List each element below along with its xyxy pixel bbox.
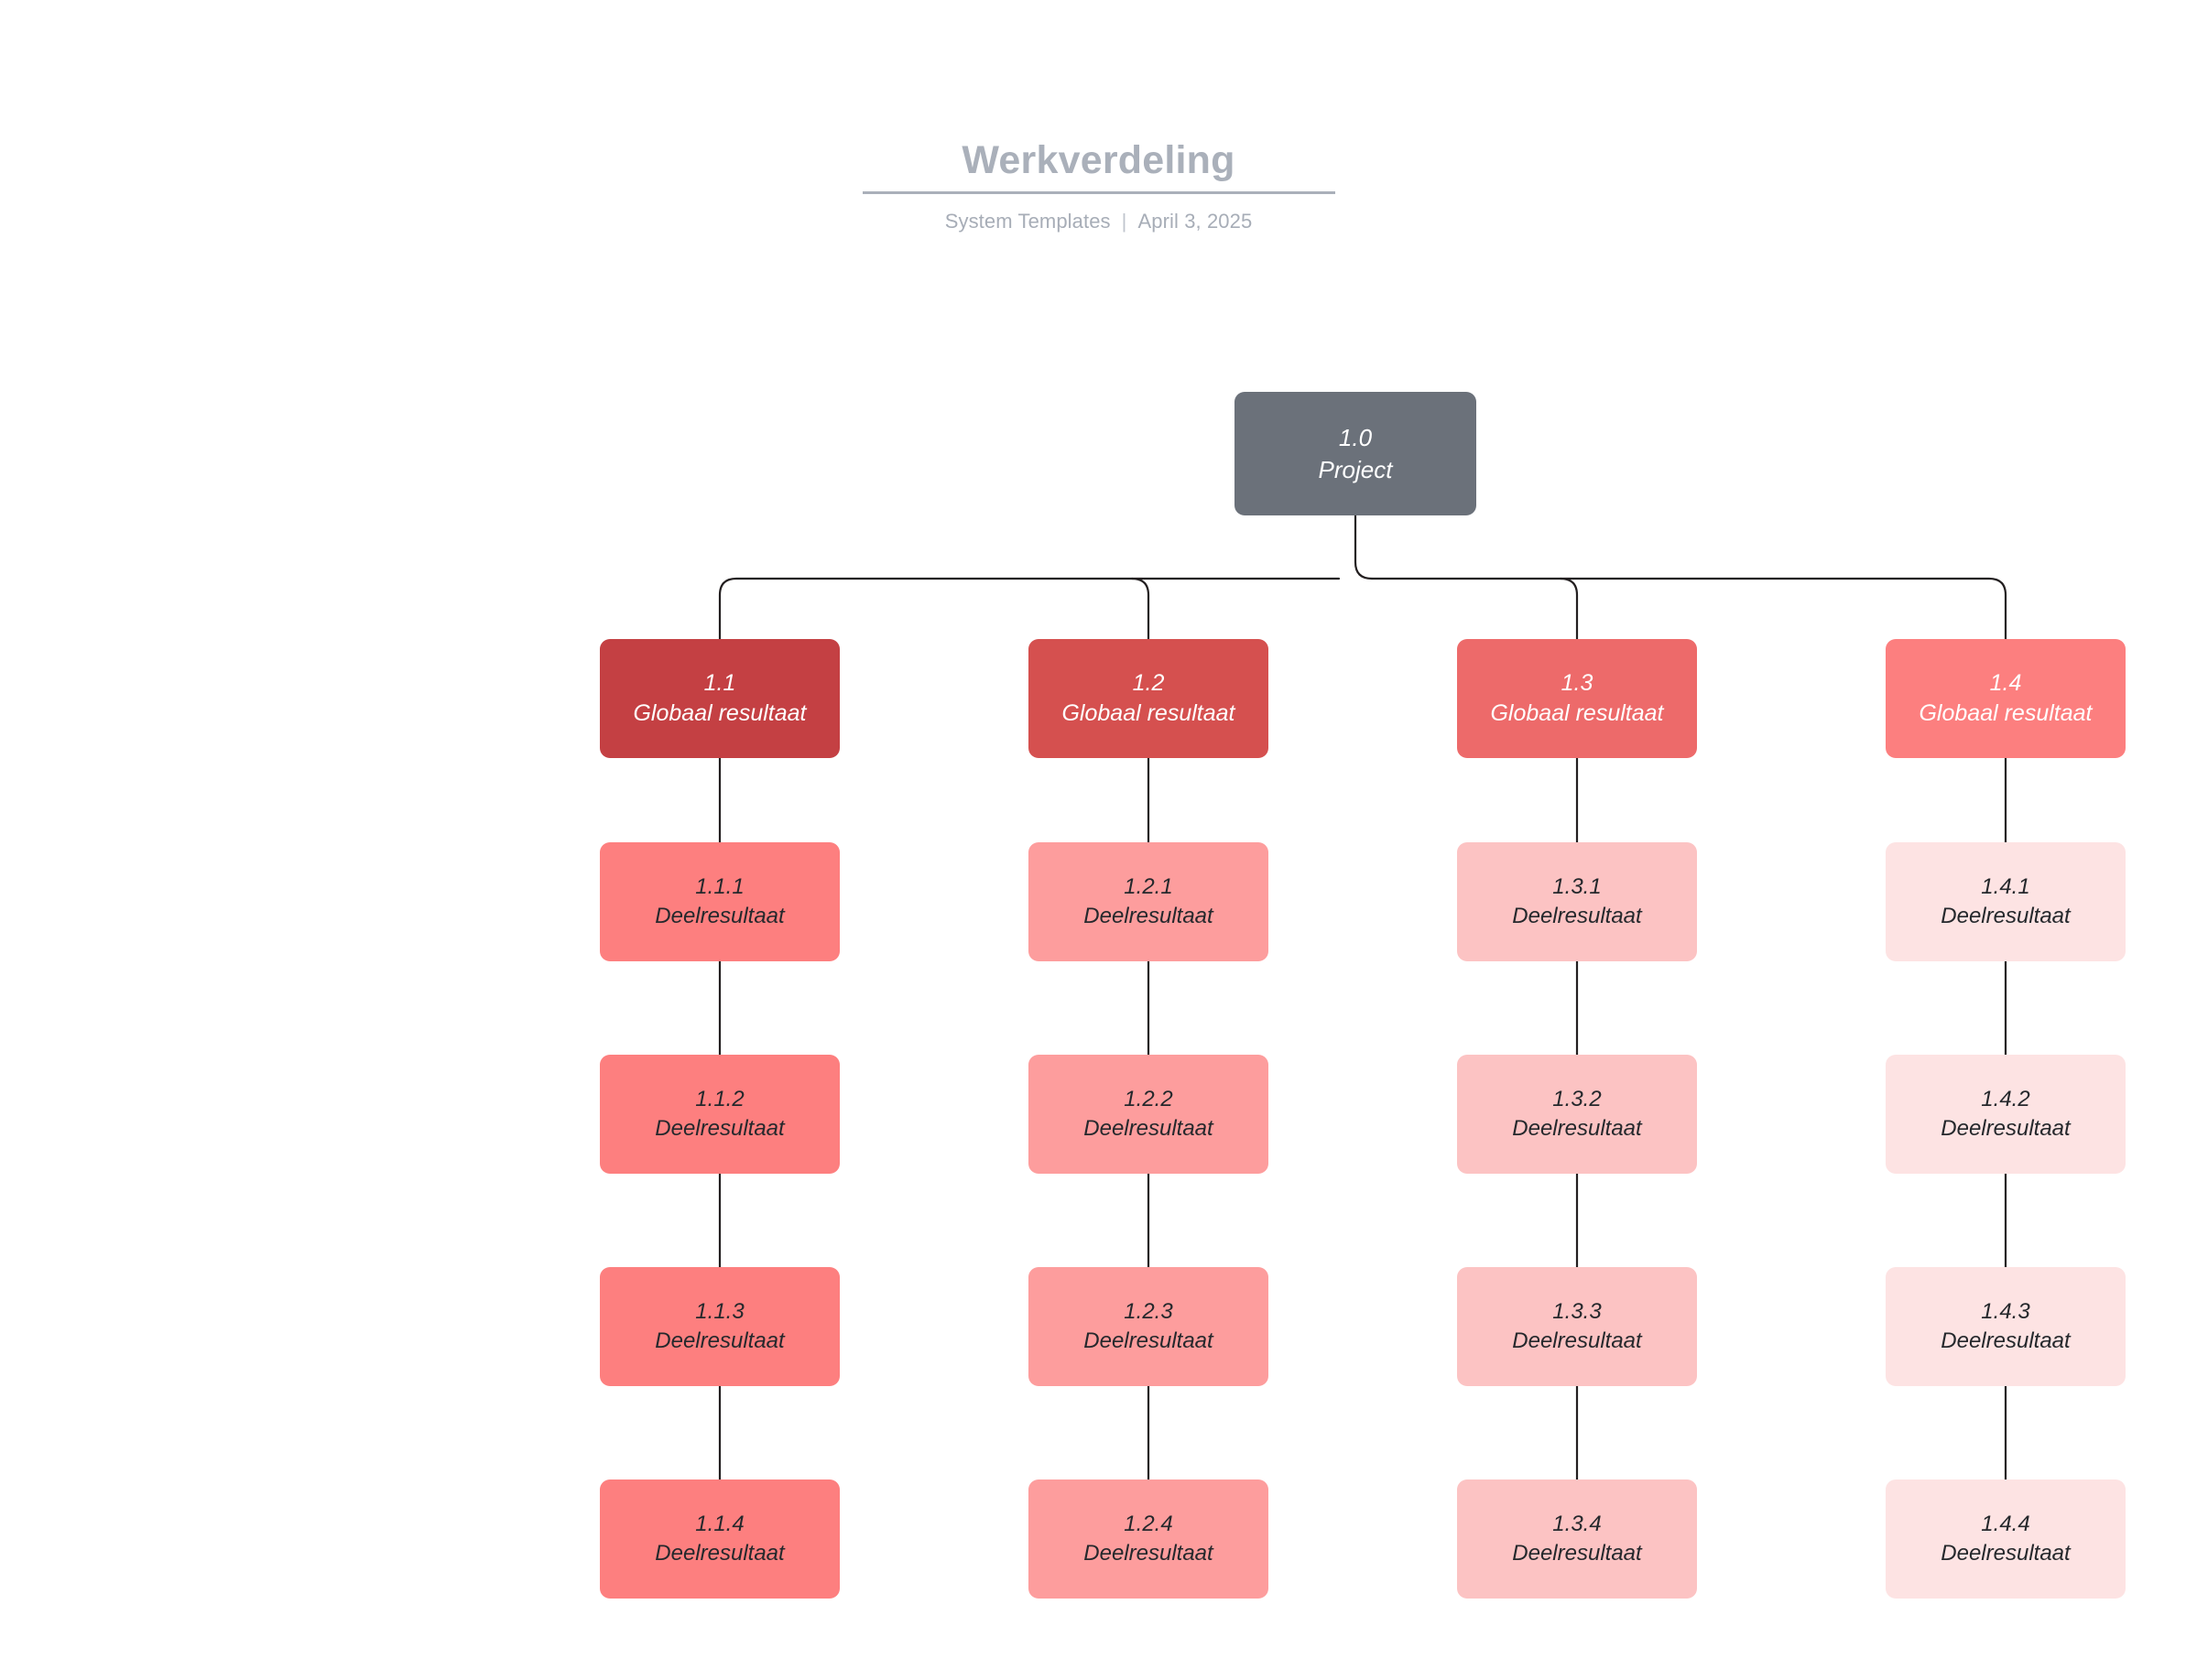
node-code: 1.2.4 [1124, 1512, 1173, 1537]
node-code: 1.2.1 [1124, 874, 1173, 900]
node-code: 1.3.3 [1552, 1299, 1602, 1325]
connector-root-stem [1354, 514, 1374, 580]
node-label: Globaal resultaat [1919, 700, 2093, 726]
node-code: 1.3.1 [1552, 874, 1602, 900]
node-label: Deelresultaat [1083, 904, 1213, 928]
node-code: 1.1 [703, 669, 736, 696]
node-label: Deelresultaat [1941, 904, 2071, 928]
node-label: Deelresultaat [1083, 1541, 1213, 1566]
node-label: Project [1318, 455, 1393, 483]
node-code: 1.2 [1132, 669, 1165, 696]
node-label: Deelresultaat [655, 904, 785, 928]
connector-bus-drop-2 [1130, 577, 1150, 641]
node-code: 1.3.4 [1552, 1512, 1602, 1537]
subtitle-date: April 3, 2025 [1137, 209, 1253, 233]
node-label: Deelresultaat [1512, 1328, 1642, 1353]
subtitle-separator: | [1121, 209, 1127, 233]
node-label: Globaal resultaat [1061, 700, 1235, 726]
title-divider [862, 190, 1335, 194]
node-label: Globaal resultaat [1490, 700, 1664, 726]
node-code: 1.1.4 [695, 1512, 745, 1537]
node-label: Deelresultaat [1941, 1328, 2071, 1353]
node-label: Deelresultaat [1083, 1116, 1213, 1141]
node-code: 1.1.1 [695, 874, 745, 900]
node-label: Deelresultaat [1512, 1116, 1642, 1141]
node-code: 1.4.4 [1981, 1512, 2030, 1537]
node-code: 1.4.2 [1981, 1087, 2030, 1112]
document-header: Werkverdeling System Templates | April 3, … [0, 137, 2197, 233]
subtitle-source: System Templates [944, 209, 1111, 233]
node-label: Deelresultaat [655, 1541, 785, 1566]
node-label: Deelresultaat [655, 1328, 785, 1353]
node-label: Deelresultaat [1512, 904, 1642, 928]
connector-bus-left [718, 577, 1341, 641]
node-label: Deelresultaat [655, 1116, 785, 1141]
node-label: Deelresultaat [1941, 1541, 2071, 1566]
node-code: 1.1.3 [695, 1299, 745, 1325]
node-label: Deelresultaat [1941, 1116, 2071, 1141]
node-label: Globaal resultaat [633, 700, 807, 726]
node-code: 1.1.2 [695, 1087, 745, 1112]
node-label: Deelresultaat [1512, 1541, 1642, 1566]
node-label: Deelresultaat [1083, 1328, 1213, 1353]
node-code: 1.2.2 [1124, 1087, 1173, 1112]
node-code: 1.4 [1989, 669, 2022, 696]
node-code: 1.4.3 [1981, 1299, 2030, 1325]
page-title: Werkverdeling [962, 138, 1235, 182]
node-code: 1.3.2 [1552, 1087, 1602, 1112]
node-code: 1.4.1 [1981, 874, 2030, 900]
node-code: 1.2.3 [1124, 1299, 1173, 1325]
node-code: 1.3 [1561, 669, 1593, 696]
document-subtitle: System Templates | April 3, 2025 [0, 210, 2197, 233]
node-code: 1.0 [1338, 423, 1373, 451]
connector-bus-drop-3 [1559, 577, 1579, 641]
connector-bus-right [1370, 577, 2007, 641]
